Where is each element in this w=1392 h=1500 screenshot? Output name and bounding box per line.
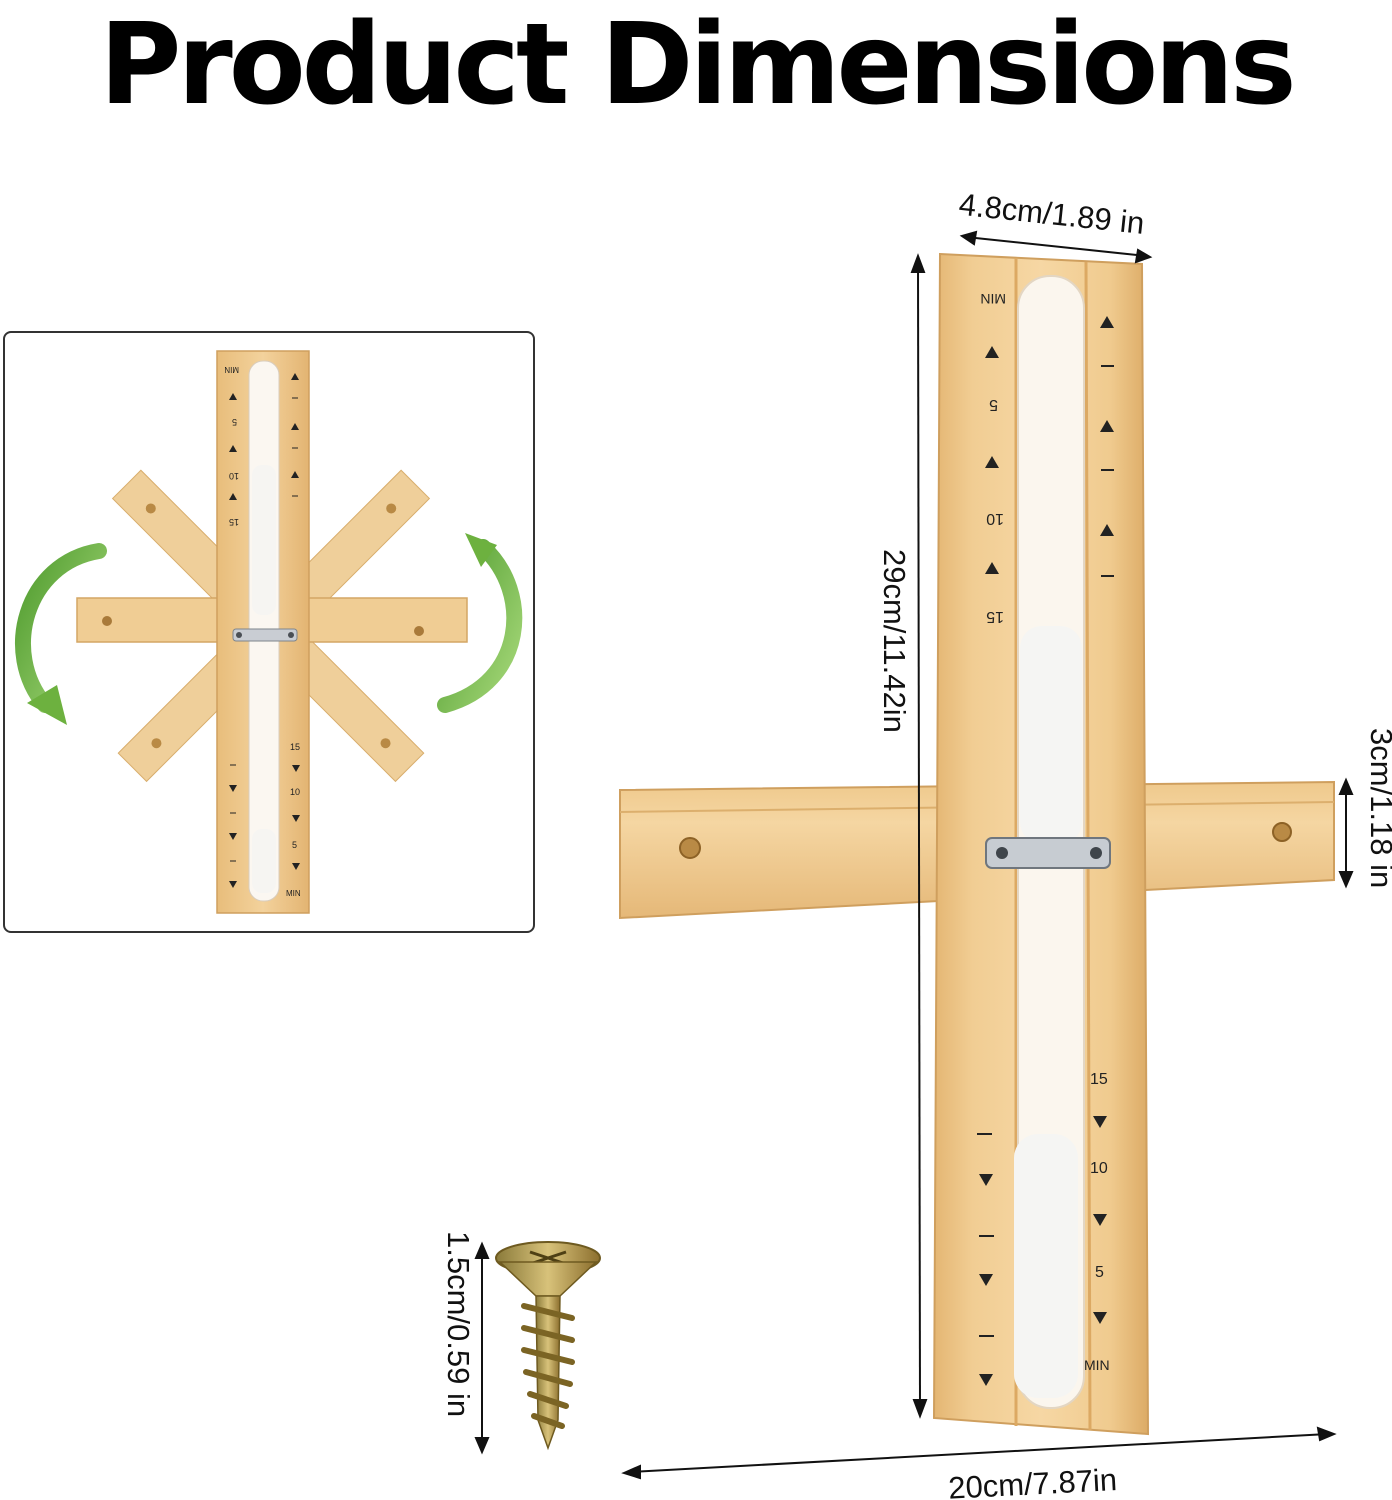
screw-icon xyxy=(495,1241,601,1451)
rotation-inset-panel: MIN 5 10 15 15 10 5 MIN xyxy=(3,331,535,933)
inset-min-bottom-15: 15 xyxy=(290,742,300,752)
inset-min-top-5: 5 xyxy=(232,417,237,427)
timer-markings: MIN 5 10 15 15 10 5 MIN xyxy=(977,291,1114,1386)
inset-min-top-15: 15 xyxy=(229,517,239,527)
minute-label-top-15: 15 xyxy=(986,608,1004,625)
minute-label-bottom-10: 10 xyxy=(1090,1160,1108,1177)
inset-timer-body xyxy=(216,350,310,914)
total-width-label: 20cm/7.87in xyxy=(947,1462,1117,1500)
height-label: 29cm/11.42in xyxy=(877,549,912,733)
inset-min-bottom-5: 5 xyxy=(292,840,297,850)
top-width-label: 4.8cm/1.89 in xyxy=(957,187,1146,241)
unit-label-top: MIN xyxy=(980,291,1006,307)
screw-length-label: 1.5cm/0.59 in xyxy=(441,1231,476,1417)
minute-label-bottom-5: 5 xyxy=(1095,1264,1104,1281)
inset-unit-top: MIN xyxy=(224,365,239,374)
inset-min-top-10: 10 xyxy=(229,471,239,481)
curved-green-arrow-icon xyxy=(15,533,523,725)
bar-thickness-label: 3cm/1.18 in xyxy=(1364,728,1392,888)
inset-markings: MIN 5 10 15 15 10 5 MIN xyxy=(224,365,301,898)
metal-bracket xyxy=(985,837,1111,869)
dimension-lines xyxy=(474,230,1354,1480)
unit-label-bottom: MIN xyxy=(1084,1357,1110,1373)
minute-label-bottom-15: 15 xyxy=(1090,1071,1108,1088)
sand-bottom xyxy=(1014,1134,1078,1398)
minute-label-top-5: 5 xyxy=(989,396,998,413)
timer-body xyxy=(932,252,1150,1436)
inset-min-bottom-10: 10 xyxy=(290,787,300,797)
sand-top xyxy=(1020,626,1082,844)
rotation-illustration: MIN 5 10 15 15 10 5 MIN xyxy=(15,350,523,914)
minute-label-top-10: 10 xyxy=(986,510,1004,527)
inset-unit-bottom: MIN xyxy=(286,889,301,898)
page-title: Product Dimensions xyxy=(99,0,1296,130)
